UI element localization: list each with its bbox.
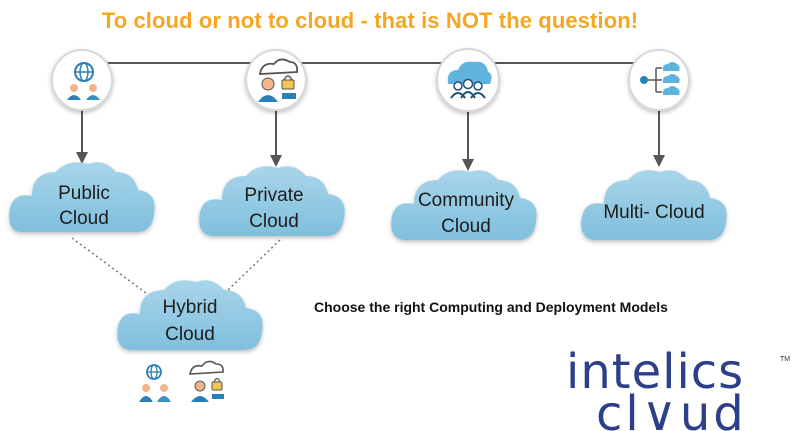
public-cloud-shape xyxy=(9,162,155,232)
hybrid-private-icon xyxy=(189,360,224,402)
logo-line-1: intelics xyxy=(566,344,745,400)
private-cloud-shape xyxy=(199,166,345,236)
community-cloud-label-1: Community xyxy=(418,190,515,211)
hybrid-link-public xyxy=(71,237,151,297)
logo-line-2: cl∨ud xyxy=(596,386,747,431)
hybrid-cloud-shape xyxy=(117,280,263,350)
multi-cloud-label: Multi- Cloud xyxy=(603,202,704,223)
community-cloud-shape xyxy=(391,170,537,240)
community-cloud-label-2: Cloud xyxy=(441,216,491,237)
diagram-subtitle: Choose the right Computing and Deploymen… xyxy=(314,299,668,315)
cloud-network-users-icon xyxy=(51,49,113,111)
hybrid-cloud-label-2: Cloud xyxy=(165,324,215,345)
hybrid-link-private xyxy=(227,239,281,291)
public-cloud-label-2: Cloud xyxy=(59,208,109,229)
user-cloud-lock-icon xyxy=(245,49,307,111)
cloud-split-icon xyxy=(628,49,690,111)
logo-trademark: TM xyxy=(780,356,791,363)
multi-cloud-shape xyxy=(581,170,727,240)
hybrid-cloud-label-1: Hybrid xyxy=(163,297,218,318)
public-cloud-label-1: Public xyxy=(58,183,110,204)
private-cloud-label-2: Cloud xyxy=(249,211,299,232)
private-cloud-label-1: Private xyxy=(244,185,303,206)
diagram-title: To cloud or not to cloud - that is NOT t… xyxy=(101,8,639,33)
intelics-cloud-logo: intelics TM cl∨ud xyxy=(566,346,796,431)
hybrid-public-icon xyxy=(139,364,171,402)
cloud-group-icon xyxy=(436,48,500,112)
